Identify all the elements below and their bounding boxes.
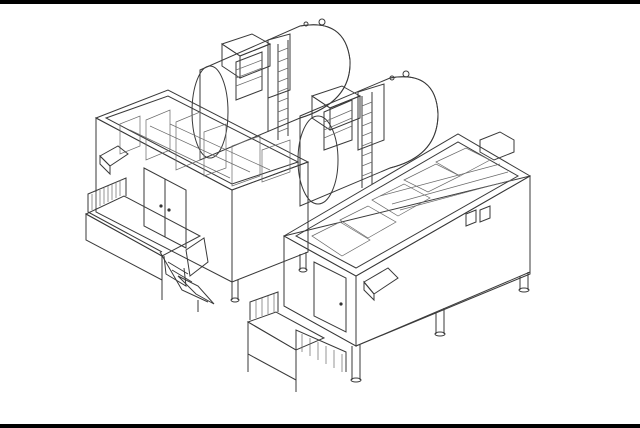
enclosure-right bbox=[282, 131, 531, 383]
tank-2-platform bbox=[310, 83, 385, 188]
storage-tank-back-left bbox=[191, 18, 351, 161]
stairs-right bbox=[246, 291, 347, 392]
isometric-plant-drawing bbox=[84, 18, 531, 392]
tank-1-platform bbox=[220, 33, 291, 140]
storage-tank-back-right bbox=[297, 70, 439, 207]
figure-canvas bbox=[0, 4, 640, 424]
enclosure-left bbox=[94, 89, 310, 303]
stairs-left bbox=[84, 177, 215, 312]
